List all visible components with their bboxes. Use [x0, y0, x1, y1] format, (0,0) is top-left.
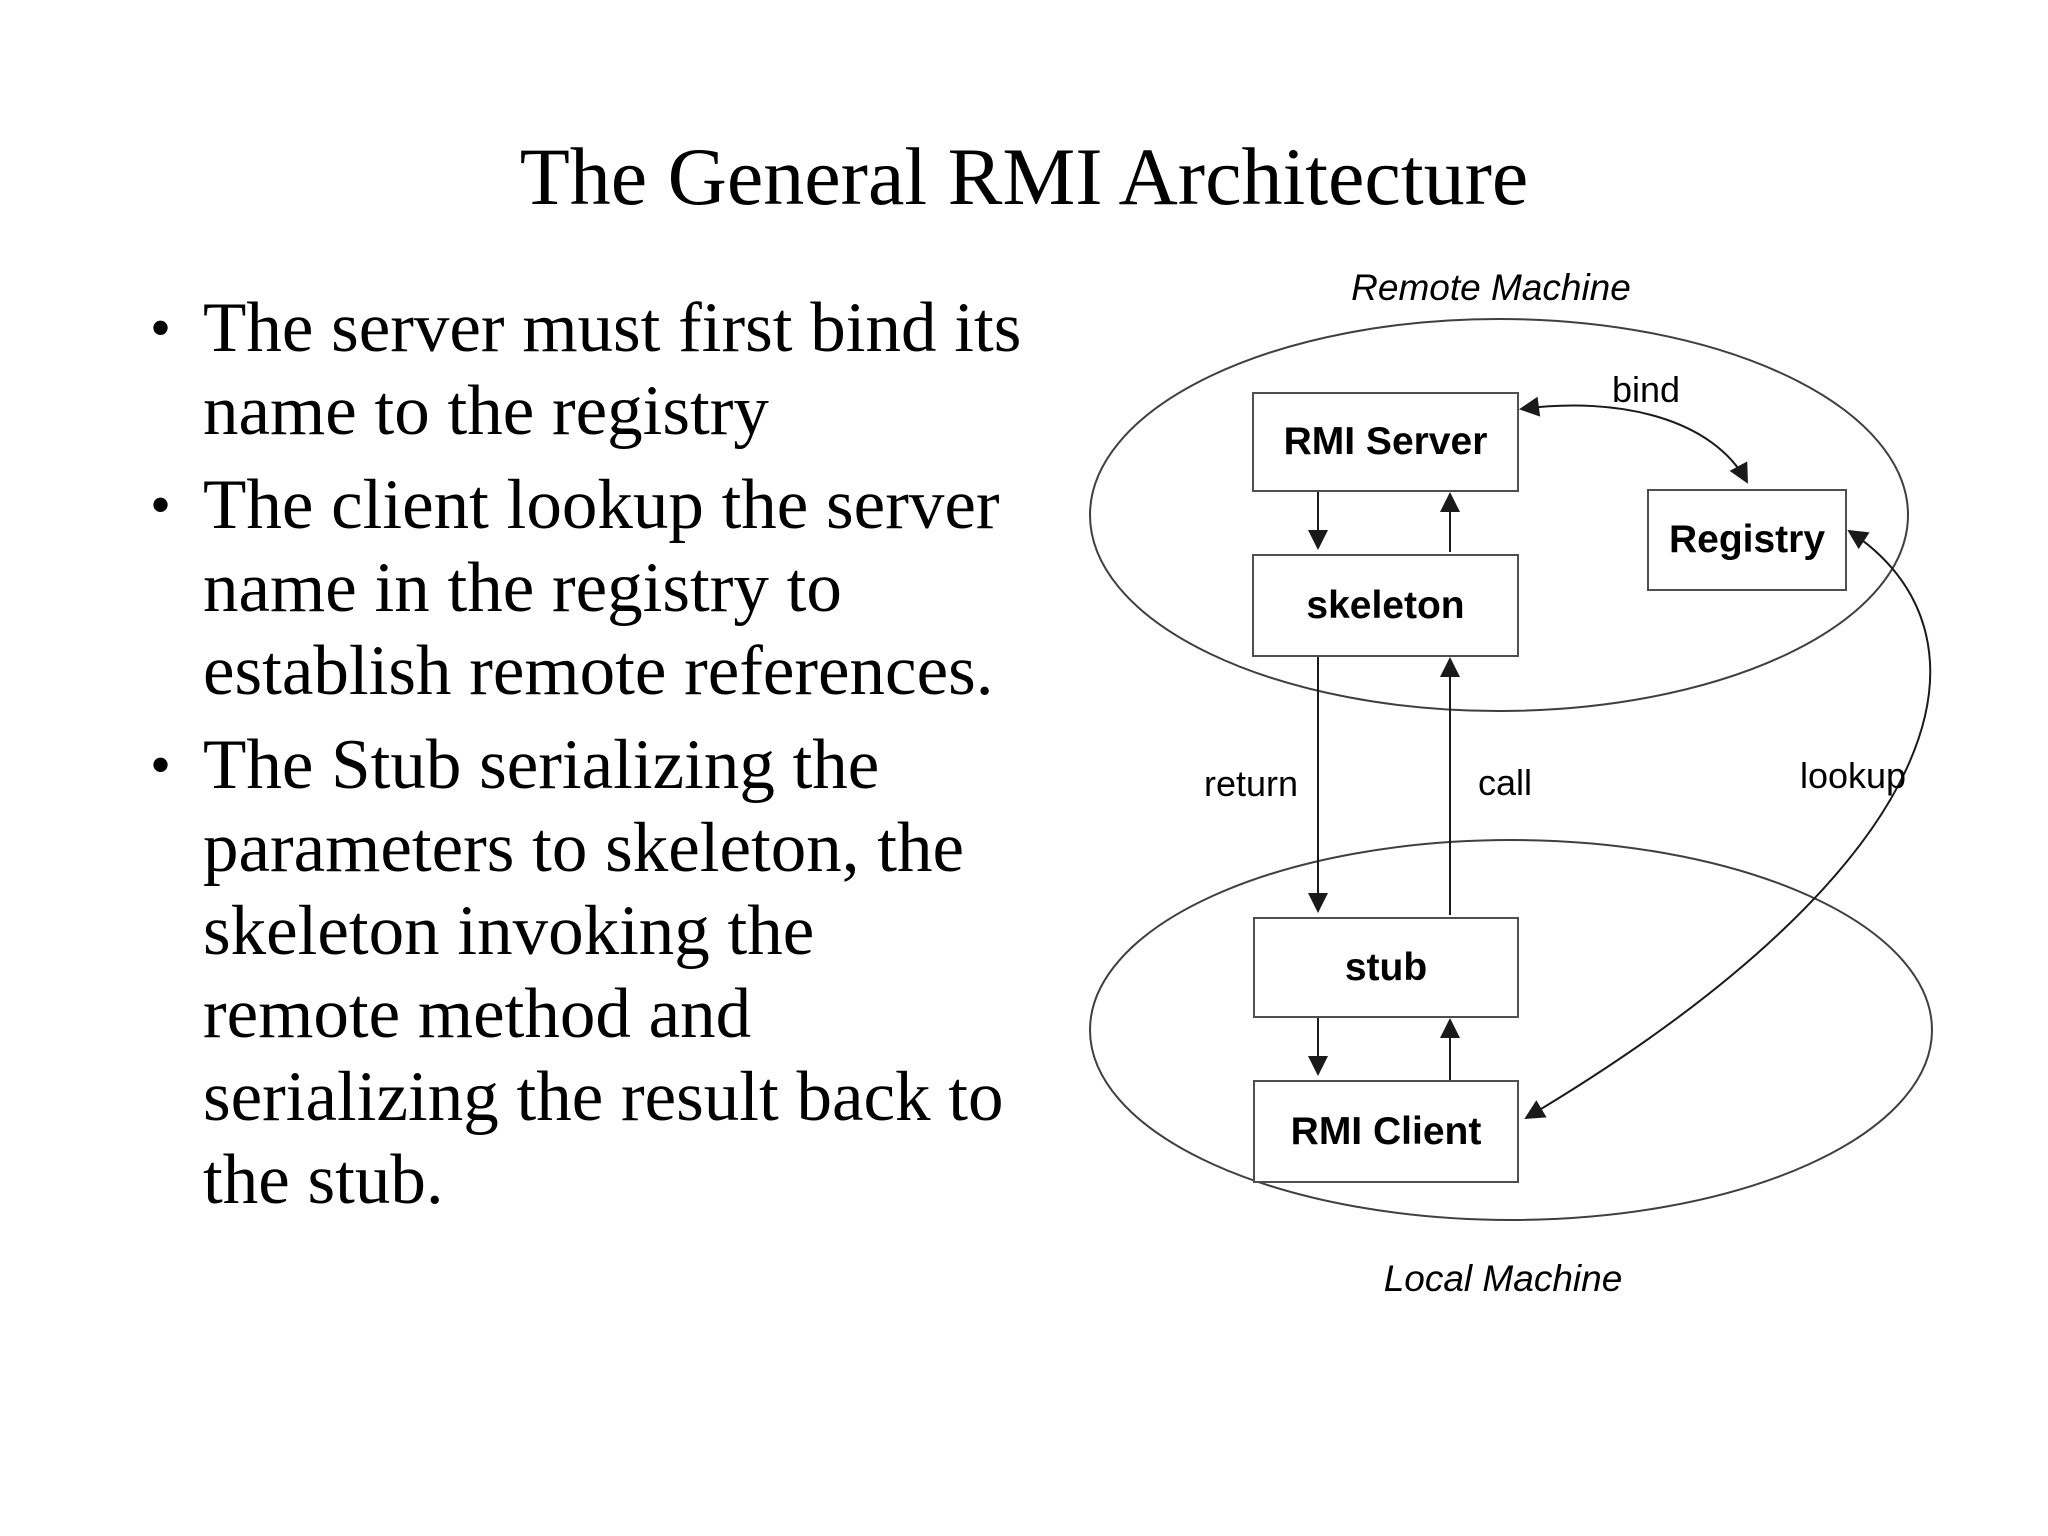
remote-machine-ellipse: [1089, 318, 1909, 712]
node-stub: stub: [1253, 917, 1519, 1018]
local-machine-label: Local Machine: [1383, 1258, 1623, 1299]
node-skeleton: skeleton: [1252, 554, 1519, 657]
node-registry: Registry: [1647, 489, 1847, 591]
node-skeleton-label: skeleton: [1306, 583, 1465, 627]
bind-arrow: [1519, 396, 1748, 484]
bullet-icon: •: [150, 295, 172, 361]
edge-label-bind: bind: [1611, 369, 1681, 410]
node-rmi-client-label: RMI Client: [1290, 1109, 1482, 1153]
bullet-text: The Stub serializing the parameters to s…: [203, 726, 1004, 1219]
slide-title: The General RMI Architecture: [519, 131, 1529, 222]
node-rmi-server-label: RMI Server: [1283, 420, 1488, 463]
bullet-text: The client lookup the server name in the…: [203, 466, 1000, 710]
local-machine-ellipse: [1089, 839, 1933, 1221]
edge-label-call: call: [1477, 762, 1533, 803]
remote-machine-label: Remote Machine: [1351, 267, 1631, 308]
node-rmi-client: RMI Client: [1253, 1080, 1519, 1183]
node-stub-label: stub: [1344, 945, 1428, 989]
bullet-item: • The Stub serializing the parameters to…: [150, 724, 1110, 1222]
lookup-arrow: [1524, 529, 1931, 1120]
node-registry-label: Registry: [1668, 518, 1826, 561]
bullet-text: The server must first bind its name to t…: [203, 289, 1022, 450]
bullet-item: • The client lookup the server name in t…: [150, 464, 1110, 713]
bullet-list: • The server must first bind its name to…: [150, 287, 1110, 1233]
edge-label-lookup: lookup: [1799, 755, 1907, 796]
bullet-item: • The server must first bind its name to…: [150, 287, 1110, 453]
bullet-icon: •: [150, 732, 172, 798]
node-rmi-server: RMI Server: [1252, 392, 1519, 492]
bullet-icon: •: [150, 472, 172, 538]
edge-label-return: return: [1203, 763, 1299, 804]
